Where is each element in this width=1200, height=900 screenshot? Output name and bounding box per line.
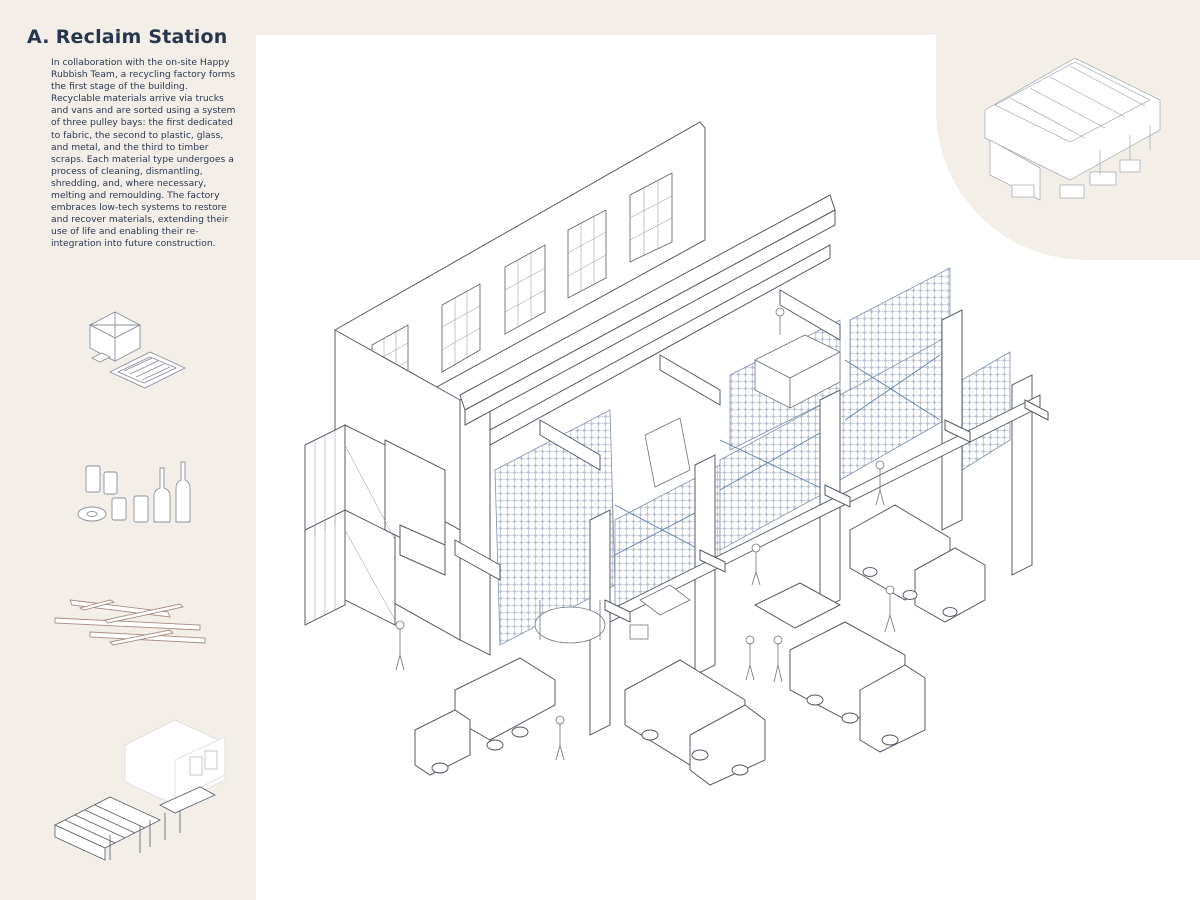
- garbage-truck-left: [414, 657, 556, 776]
- section-letter: A.: [27, 26, 50, 48]
- fabric-bundle-icon: [80, 300, 190, 395]
- bracing: [614, 354, 941, 556]
- garbage-truck-center: [624, 659, 766, 786]
- garbage-truck-right: [849, 504, 986, 623]
- section-title: A.Reclaim Station: [27, 26, 228, 48]
- sidebar: A.Reclaim Station In collaboration with …: [0, 0, 256, 900]
- bottles-cans-icon: [72, 458, 202, 528]
- dump-truck: [753, 582, 926, 753]
- timber-planks-icon: [50, 590, 210, 650]
- description-text: In collaboration with the on-site Happy …: [51, 57, 236, 250]
- roof-beams: [459, 194, 841, 471]
- interior-equipment: [534, 334, 841, 644]
- building-overview-icon: [50, 715, 235, 865]
- people: [395, 307, 896, 761]
- section-title-text: Reclaim Station: [55, 26, 228, 48]
